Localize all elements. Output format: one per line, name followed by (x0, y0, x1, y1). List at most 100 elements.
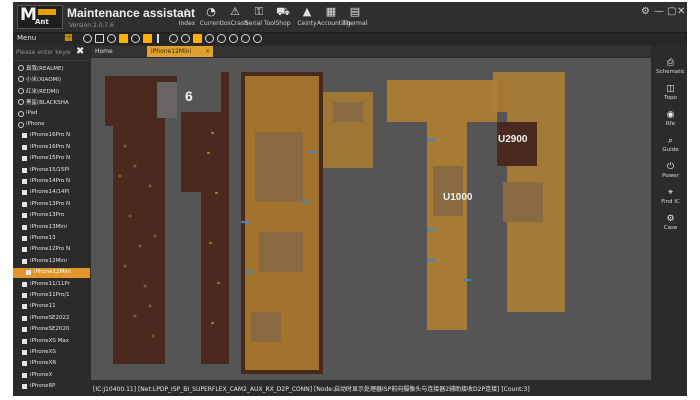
board-logic-b (387, 80, 497, 330)
play-icon[interactable] (169, 34, 178, 43)
nav-serial-tool[interactable]: ⚿Serial Tool (245, 5, 276, 31)
tool-guide[interactable]: ⌕Guide (654, 136, 687, 153)
tree-item[interactable]: iPhone13 (13, 234, 90, 244)
box-icon[interactable] (143, 34, 152, 43)
next-icon[interactable] (181, 34, 190, 43)
tree-item-label: iPhone16Pro N (30, 132, 71, 139)
tool-topo[interactable]: ◫Topo (654, 84, 687, 101)
nav-ceinty[interactable]: ▲Ceinty (293, 5, 321, 31)
chip-label-6[interactable]: 6 (185, 88, 193, 104)
tree-item[interactable]: 红米(REDMI) (13, 86, 90, 96)
tool-case[interactable]: ⚙Case (654, 214, 687, 231)
expand-icon (18, 87, 24, 94)
clear-search-icon[interactable]: ✖ (76, 46, 85, 57)
tool-label: Schematic (656, 69, 685, 75)
tab-iphone12mini[interactable]: iPhone12Mini × (147, 46, 213, 57)
menu-collapse-icon[interactable]: ▦ (64, 33, 73, 43)
pin-icon[interactable] (107, 34, 116, 43)
tree-item[interactable]: iPhone16Pro N (13, 143, 90, 153)
tree-item[interactable]: iPhone13Pro (13, 211, 90, 221)
step-back-icon[interactable] (157, 34, 166, 43)
lock-icon[interactable] (131, 34, 140, 43)
tree-item-label: iPhone12Mini (34, 269, 71, 276)
tool-label: Find IC (661, 199, 680, 205)
nav-shop[interactable]: ⛟Shop (269, 5, 297, 31)
nav-thermal[interactable]: ▤Thermal (341, 5, 369, 31)
grid-view-icon[interactable] (193, 34, 202, 43)
tool-power[interactable]: ⏻Power (654, 162, 687, 179)
board-left-svg (105, 76, 197, 364)
tree-item-label: iPhone11 (30, 303, 56, 310)
board-left-brown-2-svg (181, 72, 229, 364)
folder-icon (22, 361, 27, 367)
folder-icon (22, 350, 27, 355)
nav-index[interactable]: ⌂Index (173, 5, 201, 31)
tree-item-label: iPhone8P (30, 383, 56, 390)
tool-rfe[interactable]: ◉Rfe (654, 110, 687, 127)
chip-label-u1000[interactable]: U1000 (443, 192, 473, 203)
folder-icon (26, 270, 31, 276)
expand-icon (18, 99, 24, 106)
tree-item[interactable]: iPhone13Mini (13, 223, 90, 233)
maximize-icon[interactable]: ▢ (667, 6, 677, 17)
tree-item[interactable]: iPhoneXR (13, 359, 90, 369)
fit-icon[interactable] (253, 34, 262, 43)
search-row: ✖ (13, 46, 90, 61)
minimize-icon[interactable]: — (654, 6, 664, 17)
tree-item[interactable]: iPhoneXS (13, 348, 90, 358)
expand-icon (18, 76, 24, 83)
search-input[interactable] (16, 48, 74, 57)
tree-item[interactable]: iPhone8P (13, 382, 90, 392)
status-bar: [IC:J10400.11] [Net:LPDP_ISP_BI_SUPERFLE… (91, 381, 651, 396)
tree-item[interactable]: iPhoneXS Max (13, 337, 90, 347)
zoom-out-icon[interactable] (217, 34, 226, 43)
nav-label: IosCrash (222, 20, 248, 27)
tree-item[interactable]: iPhone13Pro N (13, 200, 90, 210)
rotate-icon[interactable] (229, 34, 238, 43)
tree-item[interactable]: iPhone15/15Pl (13, 166, 90, 176)
tool-label: Guide (662, 147, 679, 153)
tree-item[interactable]: 黑鲨(BLACKSHA (13, 97, 90, 107)
tree-item[interactable]: iPhone11/11Pr (13, 280, 90, 290)
tree-item[interactable]: iPhone11Pro/1 (13, 291, 90, 301)
tree-item-label: iPhoneXS (30, 349, 56, 355)
nav-ioscrash[interactable]: ⚠IosCrash (221, 5, 249, 31)
tool-schematic[interactable]: ⎙Schematic (654, 58, 687, 75)
board-canvas[interactable]: 6 (91, 58, 651, 380)
tree-item[interactable]: iPhone16Pro N (13, 131, 90, 141)
tree-item[interactable]: 真我(REALME) (13, 63, 90, 73)
signal-icon[interactable] (119, 34, 128, 43)
layer-icon[interactable] (83, 34, 92, 43)
home-icon: ⌂ (183, 5, 191, 18)
board-left-brown-2 (181, 72, 229, 364)
tree-item[interactable]: iPhoneSE2020 (13, 325, 90, 335)
tree-item[interactable]: iPhone14Pro N (13, 177, 90, 187)
tab-close-icon[interactable]: × (204, 48, 210, 55)
tree-item-label: iPhone14Pro N (30, 178, 71, 184)
tool-find-ic[interactable]: ⌖Find IC (654, 188, 687, 205)
tree-item[interactable]: iPhone12Mini (13, 257, 90, 267)
tree-item[interactable]: iPhone15Pro N (13, 154, 90, 164)
close-icon[interactable]: ✕ (677, 6, 686, 17)
flip-icon[interactable] (241, 34, 250, 43)
tree-item-label: 真我(REALME) (26, 66, 64, 72)
nav-current[interactable]: ◔Current (197, 5, 225, 31)
nav-label: Accounting (317, 20, 351, 27)
nav-accounting[interactable]: ▦Accounting (317, 5, 351, 31)
tree-item[interactable]: 小米(XIAOMI) (13, 74, 90, 84)
key-icon: ⚿ (254, 5, 264, 18)
tree-item[interactable]: iPhone12Mini (13, 268, 90, 279)
tree-item[interactable]: iPhone (13, 120, 90, 130)
tree-item[interactable]: iPhone12Pro N (13, 245, 90, 255)
chip-label-u2900[interactable]: U2900 (498, 134, 528, 145)
tree-item[interactable]: iPhone14/14Pl (13, 188, 90, 198)
tree-item[interactable]: iPhoneSE2022 (13, 314, 90, 324)
tree-item[interactable]: iPhoneX (13, 371, 90, 381)
tree-item[interactable]: iPad (13, 109, 90, 119)
pen-icon[interactable] (95, 34, 104, 43)
folder-icon (22, 258, 27, 264)
tab-home[interactable]: Home (95, 48, 113, 55)
zoom-in-icon[interactable] (205, 34, 214, 43)
tree-item[interactable]: iPhone11 (13, 302, 90, 312)
settings-icon[interactable]: ⚙ (641, 6, 650, 17)
